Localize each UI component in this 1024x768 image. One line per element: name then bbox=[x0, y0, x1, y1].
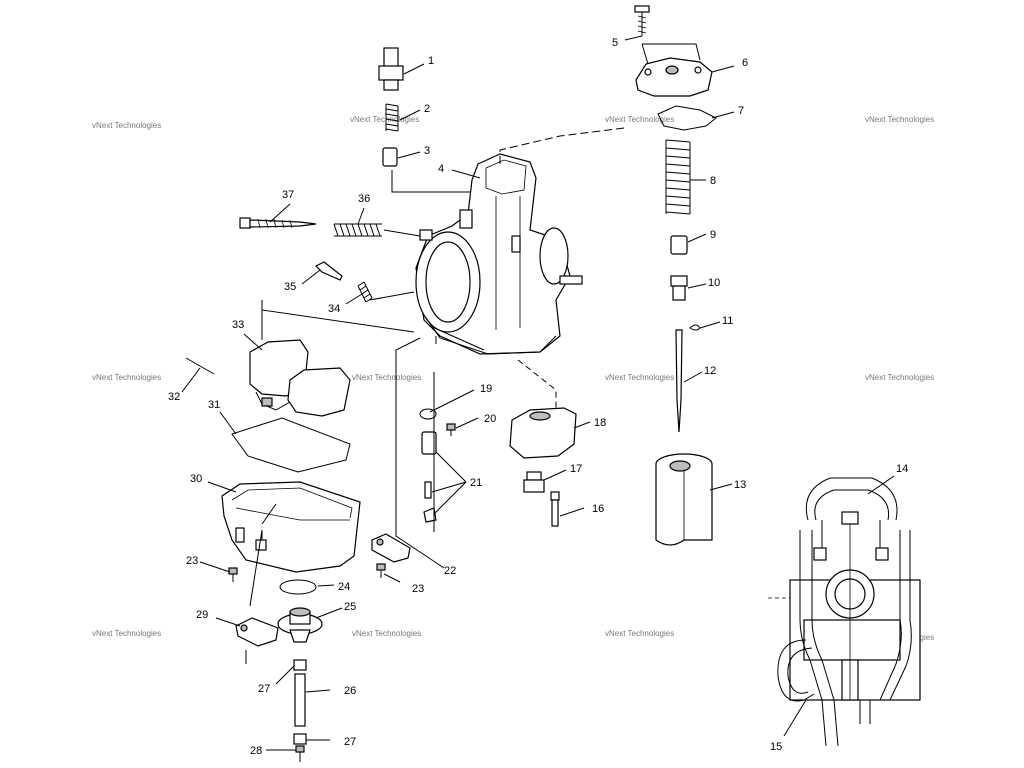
callout-27-top: 27 bbox=[258, 683, 270, 695]
part-13-throttle-valve bbox=[655, 453, 713, 546]
callout-31: 31 bbox=[208, 399, 220, 411]
callout-19: 19 bbox=[480, 383, 492, 395]
part-18-cover bbox=[509, 407, 577, 459]
part-10-holder bbox=[670, 275, 688, 301]
parts-layer bbox=[185, 5, 921, 762]
watermark: vNext Technologies bbox=[865, 115, 934, 124]
callout-18: 18 bbox=[594, 417, 606, 429]
part-35-screw bbox=[314, 261, 343, 281]
part-33-float bbox=[249, 339, 351, 417]
callout-11: 11 bbox=[722, 315, 733, 327]
callout-32: 32 bbox=[168, 391, 180, 403]
part-32-pin bbox=[185, 357, 215, 375]
callout-15: 15 bbox=[770, 741, 782, 753]
part-34-spring bbox=[357, 281, 373, 303]
part-6-top-cap bbox=[635, 57, 713, 97]
part-1-fitting bbox=[378, 47, 404, 91]
callout-6: 6 bbox=[742, 57, 748, 69]
part-26-rod bbox=[294, 673, 306, 727]
watermark: vNext Technologies bbox=[92, 629, 161, 638]
callout-8: 8 bbox=[710, 175, 716, 187]
watermark: vNext Technologies bbox=[605, 629, 674, 638]
part-24-o-ring bbox=[279, 579, 317, 595]
callout-22: 22 bbox=[444, 565, 456, 577]
part-22-bracket bbox=[371, 533, 411, 563]
part-20-screw bbox=[446, 423, 456, 436]
callout-labels: 1 2 3 4 5 6 7 8 9 10 11 12 13 14 15 16 1… bbox=[168, 37, 908, 757]
callout-4: 4 bbox=[438, 163, 444, 175]
part-23-screw-left bbox=[228, 567, 238, 582]
callout-36: 36 bbox=[358, 193, 370, 205]
watermark: vNext Technologies bbox=[865, 373, 934, 382]
callout-21: 21 bbox=[470, 477, 482, 489]
callout-1: 1 bbox=[428, 55, 434, 67]
part-2-spring bbox=[385, 103, 399, 132]
watermark: vNext Technologies bbox=[350, 115, 419, 124]
callout-16: 16 bbox=[592, 503, 604, 515]
callout-35: 35 bbox=[284, 281, 296, 293]
part-31-gasket bbox=[231, 417, 351, 473]
part-36-spring bbox=[333, 223, 382, 237]
part-3-cap bbox=[382, 147, 398, 167]
part-8-spring bbox=[665, 139, 691, 215]
callout-3: 3 bbox=[424, 145, 430, 157]
part-21-jets bbox=[421, 431, 437, 523]
callout-29: 29 bbox=[196, 609, 208, 621]
part-28-screw bbox=[295, 745, 305, 762]
part-11-clip bbox=[689, 324, 701, 331]
inset-assembly bbox=[768, 477, 921, 747]
part-16-jet bbox=[550, 491, 560, 527]
part-19-o-ring bbox=[419, 408, 437, 420]
part-27-washer-bottom bbox=[293, 733, 307, 745]
callout-13: 13 bbox=[734, 479, 746, 491]
callout-26: 26 bbox=[344, 685, 356, 697]
part-4-carburetor-body bbox=[415, 153, 583, 355]
part-30-float-bowl bbox=[221, 481, 361, 573]
part-25-drain-plug bbox=[277, 607, 323, 643]
watermark: vNext Technologies bbox=[92, 373, 161, 382]
watermark: vNext Technologies bbox=[352, 629, 421, 638]
callout-34: 34 bbox=[328, 303, 340, 315]
watermark: vNext Technologies bbox=[352, 373, 421, 382]
watermark: vNext Technologies bbox=[92, 121, 161, 130]
part-12-needle bbox=[675, 329, 683, 433]
callout-33: 33 bbox=[232, 319, 244, 331]
callout-17: 17 bbox=[570, 463, 582, 475]
watermark: vNext Technologies bbox=[605, 115, 674, 124]
callout-7: 7 bbox=[738, 105, 744, 117]
part-29-bracket bbox=[235, 617, 279, 647]
callout-37: 37 bbox=[282, 189, 294, 201]
part-23-screw-right bbox=[376, 563, 386, 578]
callout-14: 14 bbox=[896, 463, 908, 475]
part-27-washer-top bbox=[293, 659, 307, 671]
callout-24: 24 bbox=[338, 581, 350, 593]
part-5-screw bbox=[634, 5, 650, 36]
part-17-nut bbox=[523, 471, 545, 493]
leader-lines bbox=[181, 35, 895, 751]
callout-30: 30 bbox=[190, 473, 202, 485]
callout-25: 25 bbox=[344, 601, 356, 613]
part-7-gasket bbox=[657, 105, 717, 131]
callout-10: 10 bbox=[708, 277, 720, 289]
callout-9: 9 bbox=[710, 229, 716, 241]
callout-20: 20 bbox=[484, 413, 496, 425]
part-9-retainer bbox=[670, 235, 688, 255]
callout-23-left: 23 bbox=[186, 555, 198, 567]
callout-23-right: 23 bbox=[412, 583, 424, 595]
callout-2: 2 bbox=[424, 103, 430, 115]
watermark: vNext Technologies bbox=[605, 373, 674, 382]
callout-28: 28 bbox=[250, 745, 262, 757]
callout-5: 5 bbox=[612, 37, 618, 49]
callout-27-bottom: 27 bbox=[344, 736, 356, 748]
part-37-screw bbox=[239, 217, 317, 229]
callout-12: 12 bbox=[704, 365, 716, 377]
